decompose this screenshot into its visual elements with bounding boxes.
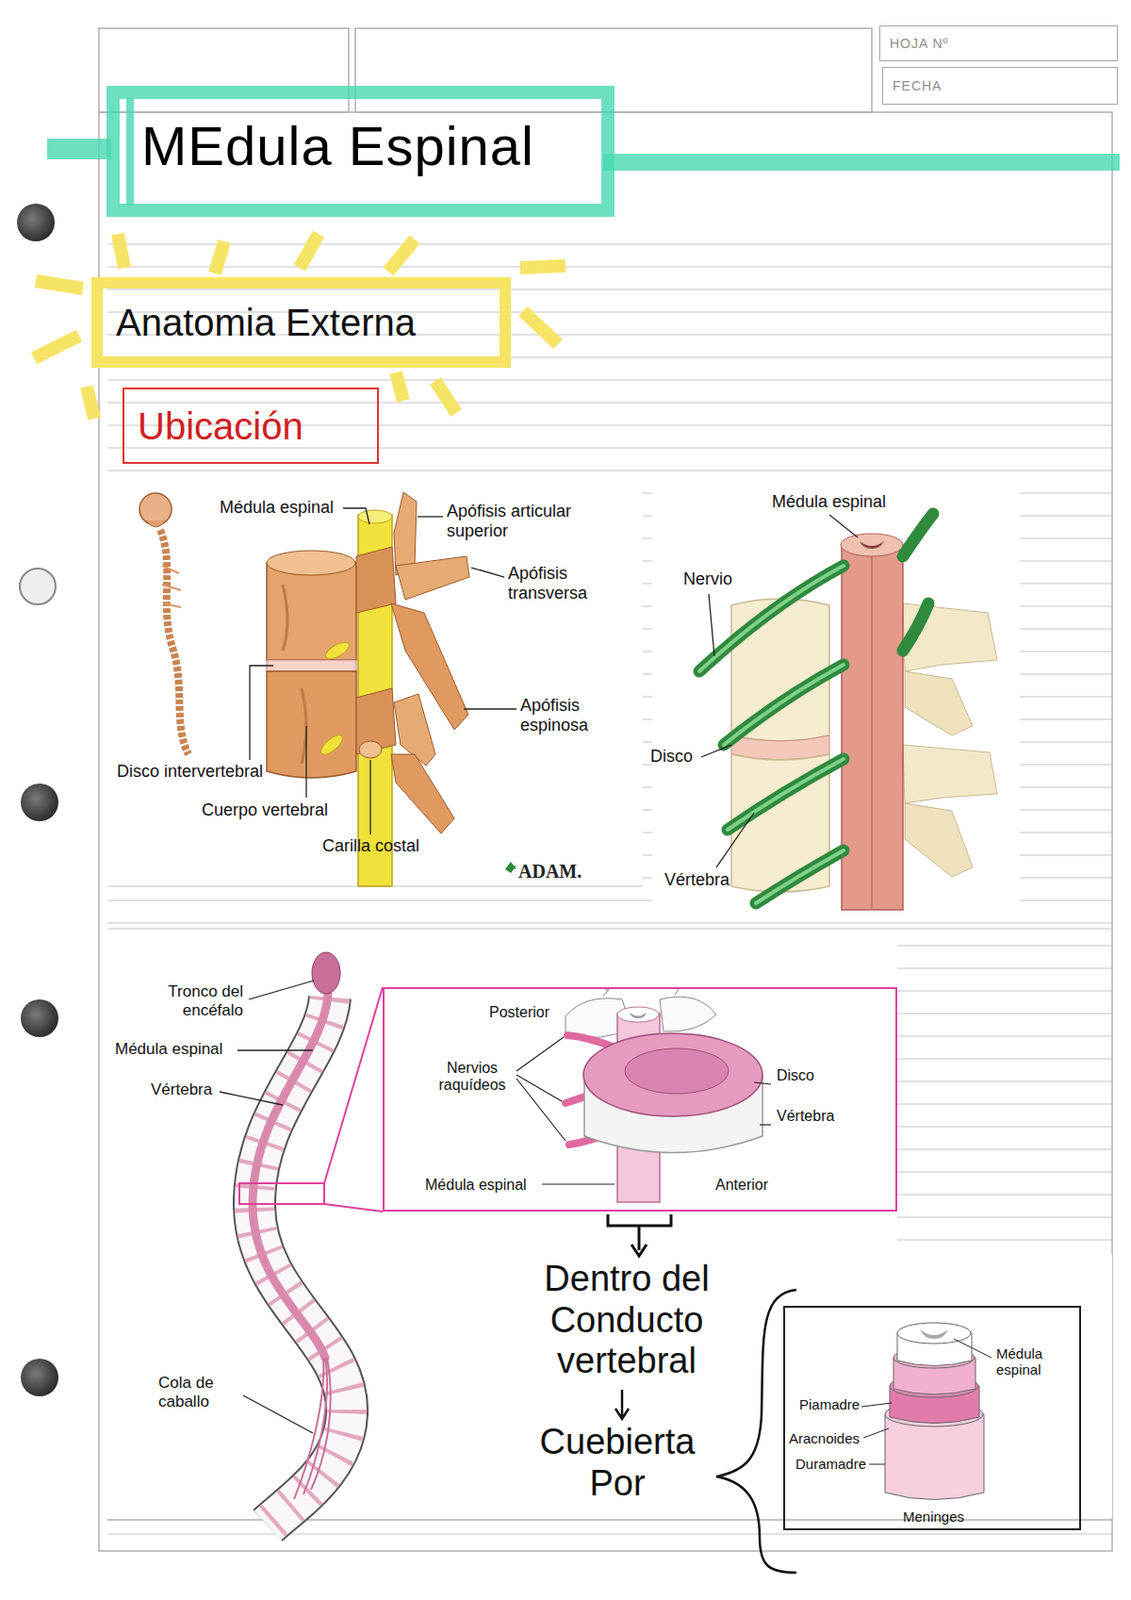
inset-box: PosteriorNervios raquídeos DiscoVértebraM…: [382, 986, 898, 1212]
box-text: Ubicación: [124, 404, 377, 448]
part-label: Disco intervertebral: [116, 761, 263, 782]
part-label: Médula espinal: [771, 491, 886, 512]
part-label: Médula espinal: [219, 497, 334, 518]
section-heading-box: Anatomia Externa: [91, 277, 511, 368]
part-label: Disco: [776, 1066, 815, 1084]
part-label: Posterior: [489, 1003, 550, 1021]
header-field: FECHA: [882, 66, 1118, 105]
part-label: Médula espinal: [996, 1344, 1077, 1378]
box-text: Anatomia Externa: [102, 300, 500, 345]
part-label: Médula espinal: [425, 1176, 527, 1194]
logo-text: ADAM.: [518, 860, 582, 883]
part-label: Cola de caballo: [158, 1373, 239, 1410]
part-label: Disco: [650, 746, 693, 767]
header-field: HOJA Nº: [879, 25, 1118, 62]
part-label: Cuerpo vertebral: [201, 800, 328, 820]
part-label: Carilla costal: [322, 835, 420, 856]
part-label: Tronco del encéfalo: [130, 982, 244, 1019]
subheading-box: Ubicación: [122, 387, 379, 464]
part-label: Piamadre: [799, 1395, 860, 1412]
part-label: Apófisis transversa: [508, 563, 617, 603]
part-label: Anterior: [715, 1176, 769, 1194]
page-title: MEdula Espinal: [141, 114, 535, 179]
part-label: Vértebra: [150, 1080, 213, 1099]
part-label: Vértebra: [664, 869, 730, 890]
part-label: Duramadre: [795, 1455, 867, 1472]
part-label: Apófisis espinosa: [520, 695, 629, 735]
box-text: FECHA: [883, 78, 1117, 94]
box-text: HOJA Nº: [880, 35, 1117, 51]
handwritten-note: Dentro del Conducto vertebral: [513, 1258, 740, 1382]
part-label: Vértebra: [776, 1107, 835, 1125]
part-label: Médula espinal: [114, 1039, 223, 1059]
part-label: Aracnoides: [788, 1429, 860, 1446]
handwritten-note: Cuebierta Por: [523, 1421, 712, 1504]
meninges-box: Médula espinalPiamadreAracnoidesDuramadr…: [783, 1305, 1082, 1530]
part-label: Apófisis articular superior: [446, 501, 617, 541]
part-label: Meninges: [902, 1508, 965, 1525]
part-label: Nervios raquídeos: [420, 1059, 525, 1095]
part-label: Nervio: [683, 569, 733, 590]
